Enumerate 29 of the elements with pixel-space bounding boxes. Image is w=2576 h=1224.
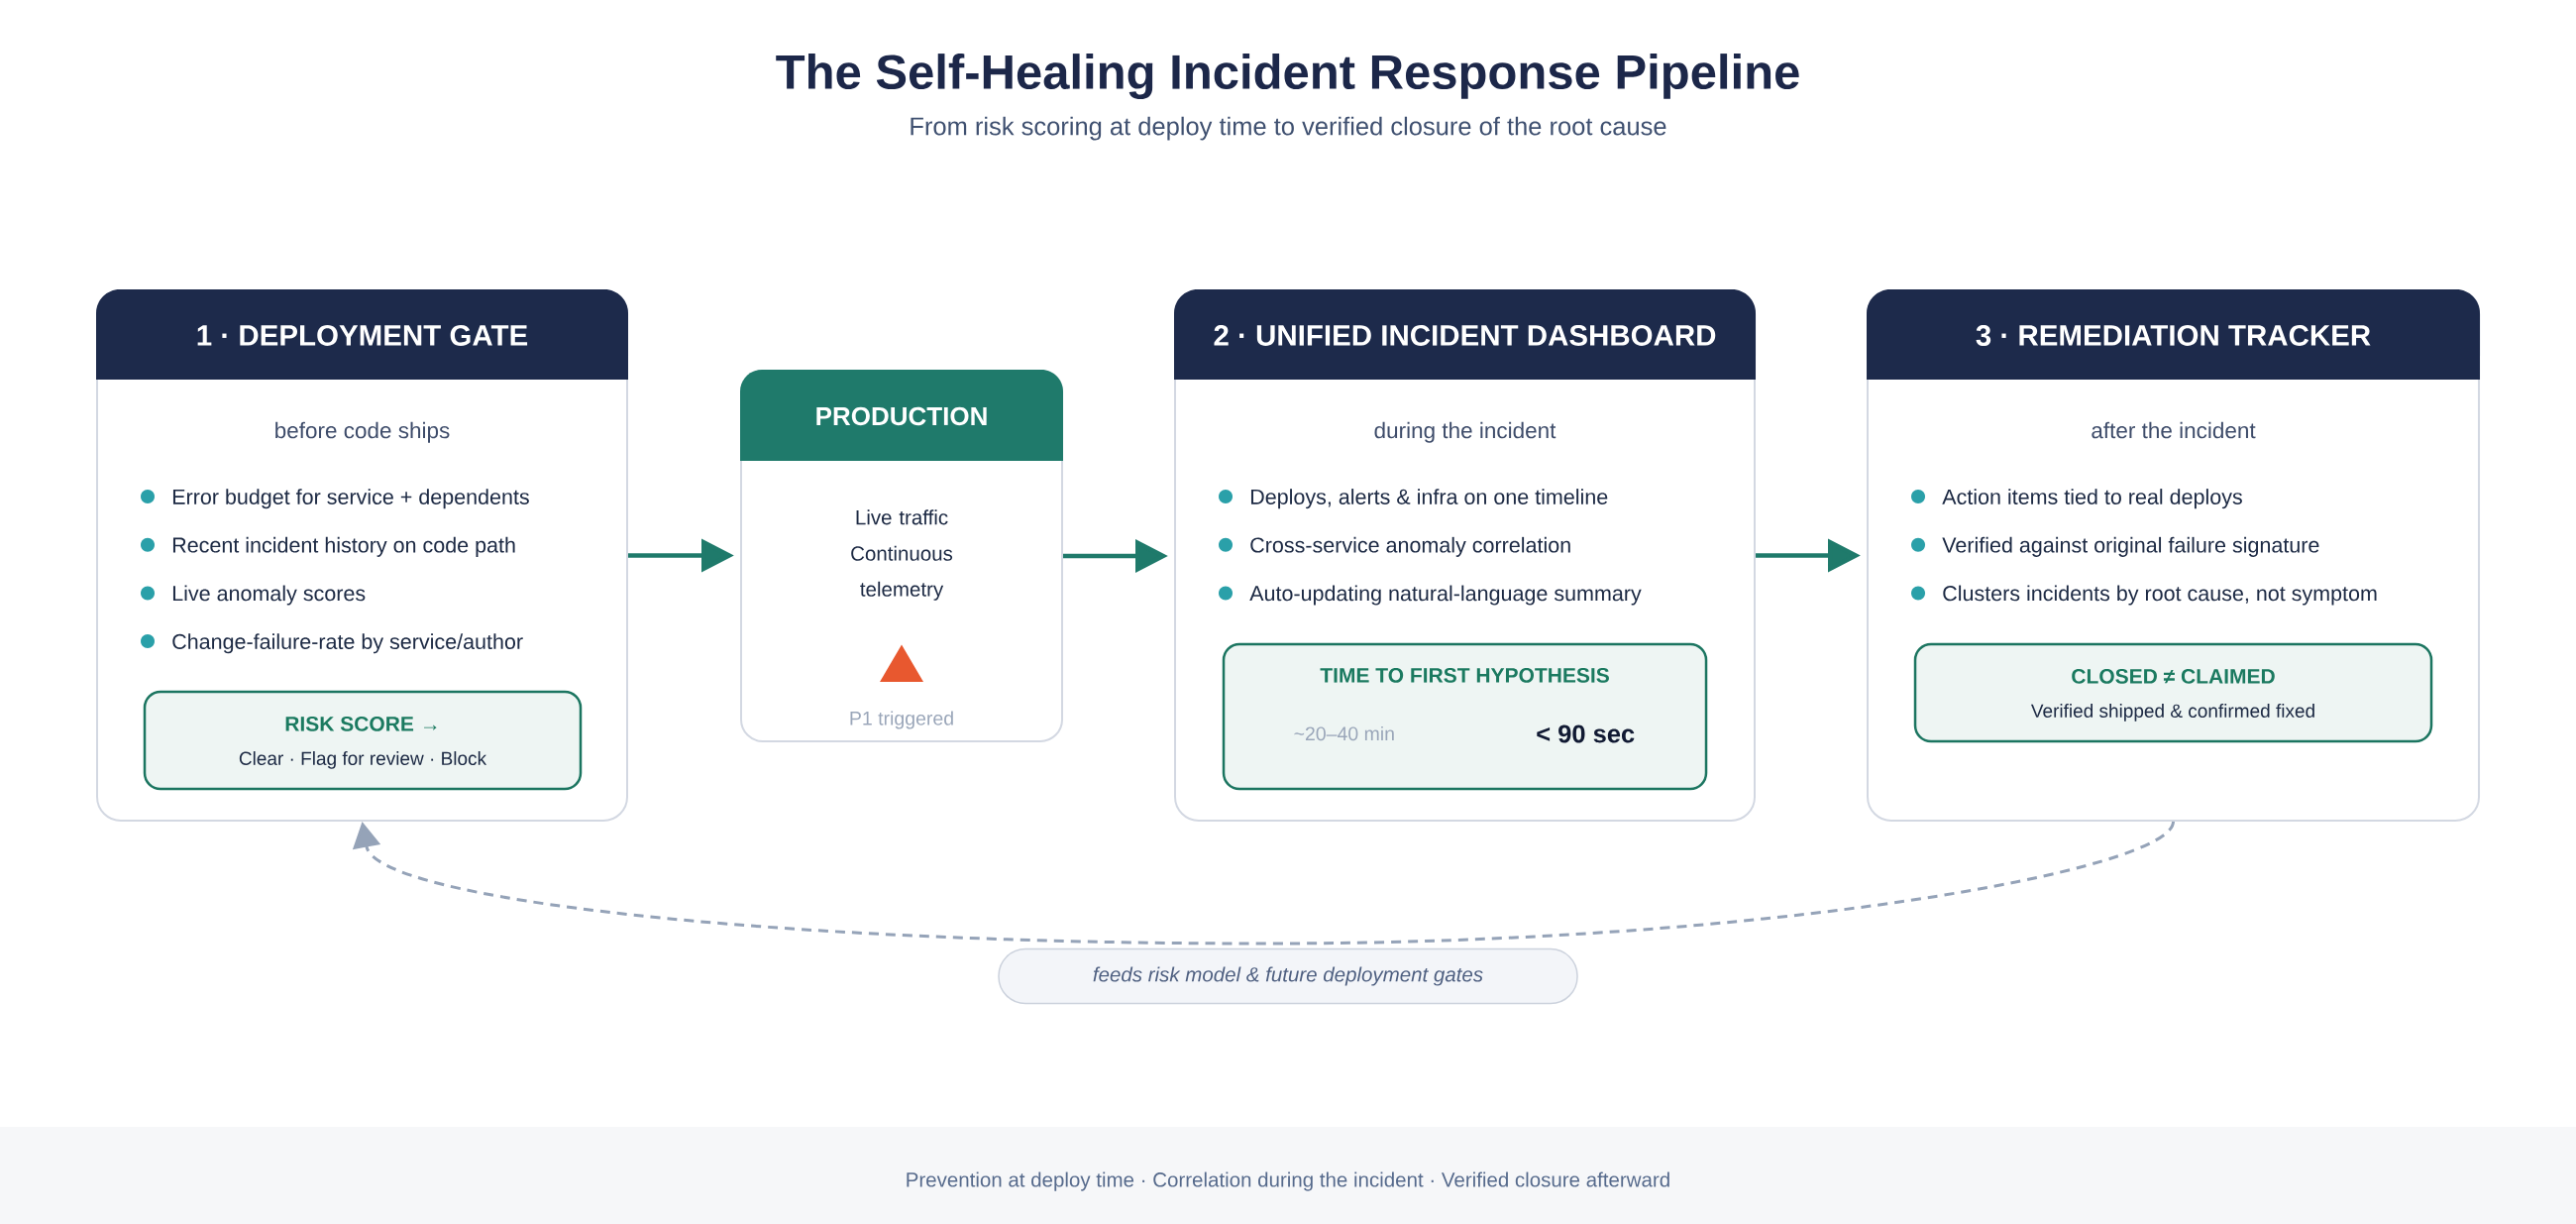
bullet-text: Error budget for service + dependents [172,489,529,509]
bullet-text: Live anomaly scores [172,585,366,606]
bullet-text: Clusters incidents by root cause, not symptom [1943,585,2377,606]
body-text: Live traffic [856,509,948,525]
card-subtitle: during the incident [1374,421,1556,443]
bullet-text: Cross-service anomaly correlation [1250,536,1570,557]
callout-box: CLOSED ≠ CLAIMED Verified shipped & confirmed fixed [1913,642,2433,743]
bullet-text: Deploys, alerts & infra on one timeline [1250,489,1608,509]
bullet-text: Verified against original failure signature [1942,536,2319,557]
card-header: 1 · DEPLOYMENT GATE [96,289,628,380]
bullet-text: Change-failure-rate by service/author [172,633,523,654]
card-header: 3 · REMEDIATION TRACKER [1867,289,2481,380]
title: The Self-Healing Incident Response Pipeline [776,54,1799,99]
subtitle: From risk scoring at deploy time to verified closure of the root cause [911,116,1666,141]
card-header: PRODUCTION [740,370,1063,461]
bullet-text: Recent incident history on code path [172,536,515,557]
card-subtitle: after the incident [2092,421,2256,439]
callout-box: RISK SCORE → Clear · Flag for review · Block [143,690,583,791]
bullet-text: Action items tied to real deploys [1942,489,2242,509]
metric-value: ~20–40 min [1294,725,1394,741]
dashed-arrow [352,821,2175,946]
card-header: 2 · UNIFIED INCIDENT DASHBOARD [1174,289,1756,380]
body-text: Continuous telemetry [851,545,953,601]
bullet-text: Auto-updating natural-language summary [1249,585,1642,606]
status-text: P1 triggered [850,711,953,729]
footer-bar: Prevention at deploy time · Correlation during the incident · Verified closure afterward [0,1127,2576,1224]
metric-value: < 90 sec [1537,724,1635,743]
card-subtitle: before code ships [275,421,450,443]
edge-label: feeds risk model & future deployment gates [998,947,1578,1005]
